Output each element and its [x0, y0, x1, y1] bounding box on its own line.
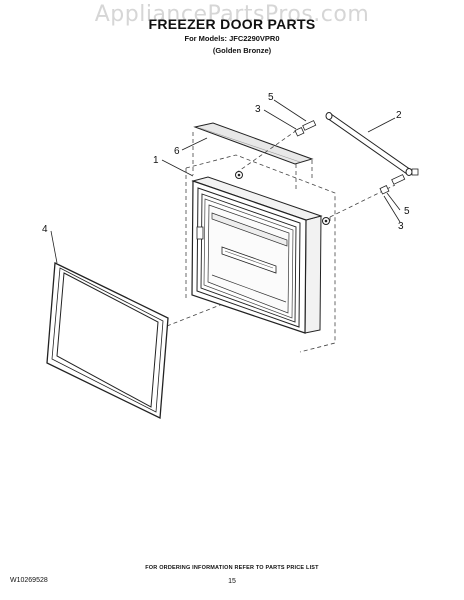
watermark: AppliancePartsPros.com [94, 2, 370, 27]
callout-3-top: 3 [255, 104, 261, 115]
ordering-info: FOR ORDERING INFORMATION REFER TO PARTS … [145, 565, 319, 571]
assembly-dashed-lines [166, 129, 396, 353]
part-hinge-rod [325, 112, 419, 176]
part-spacer-bottom [379, 185, 390, 195]
part-door-gasket [46, 261, 169, 420]
part-bushing-top [302, 120, 317, 131]
callout-5-bottom: 5 [404, 206, 410, 217]
callout-leaders [50, 99, 401, 264]
page-number: 15 [228, 578, 236, 585]
part-freezer-door [191, 171, 330, 334]
callout-1: 1 [153, 155, 159, 166]
model-line: For Models: JFC2290VPR0 [184, 34, 280, 43]
callout-2: 2 [396, 110, 402, 121]
color-line: (Golden Bronze) [212, 46, 272, 55]
callout-5-top: 5 [268, 92, 274, 103]
callout-3-bottom: 3 [398, 221, 404, 232]
part-handle-trim [193, 122, 314, 165]
callout-4: 4 [42, 224, 48, 235]
part-spacer-top [294, 127, 305, 137]
diagram-title: FREEZER DOOR PARTS [148, 16, 316, 32]
callout-6: 6 [174, 146, 180, 157]
document-number: W10269528 [10, 577, 48, 584]
part-bushing-bottom [391, 174, 406, 185]
